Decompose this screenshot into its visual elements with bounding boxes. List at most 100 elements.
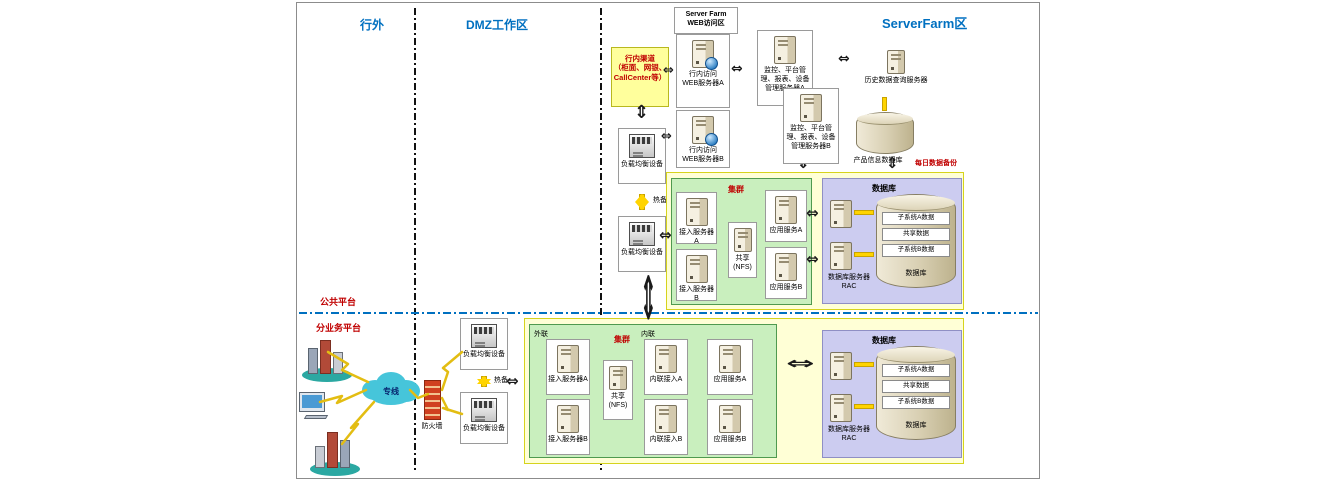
band-shared: 共享数据: [882, 228, 950, 241]
band-subsystem-a: 子系统A数据: [882, 364, 950, 377]
nfs-share-label: 共享 (NFS): [733, 255, 752, 271]
web-server-b: 行内访问 WEB服务器B: [676, 110, 730, 168]
web-server-a: 行内访问 WEB服务器A: [676, 34, 730, 108]
int-access-a: 内联接入A: [644, 339, 688, 395]
server-icon: [719, 345, 741, 373]
app-server-a-lower: 应用服务A: [707, 339, 753, 395]
db-server-icon: [830, 352, 852, 380]
access-server-b: 接入服务器B: [676, 249, 717, 302]
app-server-b-lower: 应用服务B: [707, 399, 753, 455]
int-access-a-label: 内联接入A: [649, 376, 683, 383]
leased-line-label: 专线: [383, 387, 399, 396]
city-buildings-top: [300, 336, 354, 382]
load-balancer-label: 负载均衡设备: [463, 351, 505, 358]
zone-divider-right: [600, 8, 602, 470]
app-server-b-label: 应用服务B: [769, 284, 803, 291]
database-cylinder-label: 数据库: [905, 422, 927, 429]
leased-line-cloud: 专线: [362, 372, 420, 410]
load-balancer-4: 负载均衡设备: [460, 392, 508, 444]
web-server-a-label: 行内访问 WEB服务器A: [682, 71, 724, 87]
label-business-platform: 分业务平台: [316, 323, 362, 333]
db-connector: [854, 362, 874, 367]
load-balancer-2: 负载均衡设备: [618, 216, 666, 272]
server-icon: [719, 405, 741, 433]
db-server-icon: [830, 200, 852, 228]
rac-label: 数据库服务器 RAC: [828, 426, 870, 442]
load-balancer-label: 负载均衡设备: [463, 425, 505, 432]
mgmt-server-a: 监控、平台管理、报表、设备管理服务器A: [757, 30, 813, 106]
internal-label: 内联: [641, 331, 655, 338]
arrow-lb-cluster: ⇔: [659, 226, 672, 244]
server-icon: [609, 366, 627, 390]
webzone-title: Server Farm WEB访问区: [685, 11, 727, 27]
access-server-a-label: 接入服务器A: [679, 229, 714, 245]
lower-database-title: 数据库: [872, 336, 896, 345]
cloud-icon: [370, 385, 412, 405]
hot-standby-arrow: [635, 194, 649, 210]
app-server-a: 应用服务A: [765, 190, 807, 242]
server-icon: [887, 50, 905, 74]
daily-backup-label: 每日数据备份: [915, 160, 957, 167]
zone-label-serverfarm: ServerFarm区: [882, 16, 968, 31]
hot-standby-label: 热备: [653, 197, 667, 204]
band-subsystem-b: 子系统B数据: [882, 396, 950, 409]
firewall-label: 防火墙: [421, 423, 443, 430]
access-server-a: 接入服务器A: [676, 192, 717, 245]
server-icon: [655, 405, 677, 433]
server-icon: [557, 405, 579, 433]
load-balancer-icon: [629, 134, 655, 158]
channel-label: 行内渠道 （柜面、网银、 CallCenter等）: [613, 54, 667, 82]
server-icon: [692, 116, 718, 146]
mgmt-server-b-label: 监控、平台管理、报表、设备管理服务器B: [786, 125, 836, 150]
firewall-icon: [424, 380, 441, 420]
history-query-server: 历史数据查询服务器: [858, 50, 934, 86]
ext-access-server-a: 接入服务器A: [546, 339, 590, 395]
server-icon: [685, 198, 708, 226]
server-icon: [692, 40, 718, 70]
zone-label-outside: 行外: [360, 18, 385, 32]
ext-access-server-b: 接入服务器B: [546, 399, 590, 455]
arrow-upper-lower: ⇕: [640, 262, 657, 334]
band-subsystem-a: 子系统A数据: [882, 212, 950, 225]
upper-cluster-title: 集群: [728, 185, 744, 194]
arrow-channel-weba: ⇔: [663, 63, 674, 78]
server-icon: [800, 94, 822, 122]
mgmt-server-b: 监控、平台管理、报表、设备管理服务器B: [783, 88, 839, 164]
app-server-b-lower-label: 应用服务B: [713, 436, 747, 443]
arrow-lowercluster-db: ⇔: [786, 354, 815, 374]
arrow-productdb-dbbox: ⇕: [886, 154, 899, 172]
globe-icon: [705, 133, 718, 146]
server-icon: [733, 228, 752, 252]
ext-access-server-a-label: 接入服务器A: [548, 376, 588, 383]
app-server-b: 应用服务B: [765, 247, 807, 299]
server-icon: [655, 345, 677, 373]
db-server-icon: [830, 394, 852, 422]
int-access-b: 内联接入B: [644, 399, 688, 455]
server-icon: [775, 196, 797, 224]
server-icon: [775, 253, 797, 281]
history-query-server-label: 历史数据查询服务器: [864, 77, 928, 84]
load-balancer-3: 负载均衡设备: [460, 318, 508, 370]
load-balancer-label: 负载均衡设备: [621, 161, 663, 168]
ext-access-server-b-label: 接入服务器B: [548, 436, 588, 443]
product-db-cylinder: [856, 112, 914, 154]
band-shared: 共享数据: [882, 380, 950, 393]
arrow-lb-webb: ⇔: [661, 129, 672, 144]
load-balancer-icon: [471, 398, 497, 422]
arrow-weba-mgmt: ⇔: [731, 61, 743, 77]
webzone-title-box: Server Farm WEB访问区: [674, 7, 738, 34]
hot-standby-label: 热备: [494, 377, 508, 384]
server-icon: [557, 345, 579, 373]
external-label: 外联: [534, 331, 548, 338]
server-icon: [685, 255, 708, 283]
rac-label: 数据库服务器 RAC: [828, 274, 870, 290]
platform-divider: [299, 312, 1038, 314]
db-connector: [854, 252, 874, 257]
backup-connector: [882, 97, 887, 111]
band-subsystem-b: 子系统B数据: [882, 244, 950, 257]
app-server-a-label: 应用服务A: [769, 227, 803, 234]
channel-box: 行内渠道 （柜面、网银、 CallCenter等）: [611, 47, 669, 107]
hot-standby-arrow: [477, 376, 491, 387]
arrow-channel-lb: ⇕: [634, 102, 650, 123]
access-server-b-label: 接入服务器B: [679, 286, 714, 302]
